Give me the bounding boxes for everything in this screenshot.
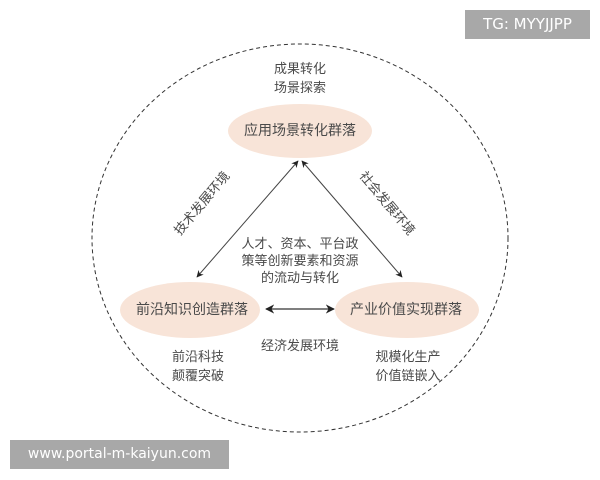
node-top-caption-line-2: 场景探索 xyxy=(273,81,326,96)
node-left-shape xyxy=(120,282,260,338)
node-top-caption-line-1: 成果转化 xyxy=(273,62,326,77)
node-right-label: 产业价值实现群落 xyxy=(350,302,462,318)
center-text-line-3: 的流动与转化 xyxy=(260,271,339,286)
node-top-shape xyxy=(228,104,372,158)
ecosystem-boundary xyxy=(91,43,509,433)
node-right-caption-line-1: 规模化生产 xyxy=(375,350,441,365)
center-text-line-2: 策等创新要素和资源 xyxy=(241,254,359,269)
node-left-caption-line-2: 颠覆突破 xyxy=(171,369,224,384)
center-text-line-1: 人才、资本、平台政 xyxy=(241,237,359,252)
node-top-caption: 成果转化 场景探索 xyxy=(255,60,345,98)
watermark-top-right: TG: MYYJJPP xyxy=(465,10,590,39)
node-left-caption-line-1: 前沿科技 xyxy=(171,350,224,365)
node-left-label: 前沿知识创造群落 xyxy=(136,302,248,318)
center-text: 人才、资本、平台政 策等创新要素和资源 的流动与转化 xyxy=(235,236,365,287)
node-top-label: 应用场景转化群落 xyxy=(244,123,356,139)
node-right-caption: 规模化生产 价值链嵌入 xyxy=(358,348,458,386)
edge-left-right-label: 经济发展环境 xyxy=(260,339,339,354)
edge-right-top-arrow xyxy=(301,160,403,278)
node-left-caption: 前沿科技 颠覆突破 xyxy=(158,348,238,386)
edge-left-top-arrow xyxy=(196,160,299,278)
watermark-bottom-left: www.portal-m-kaiyun.com xyxy=(10,440,229,469)
node-right-caption-line-2: 价值链嵌入 xyxy=(375,369,441,384)
node-right-shape xyxy=(335,282,479,338)
